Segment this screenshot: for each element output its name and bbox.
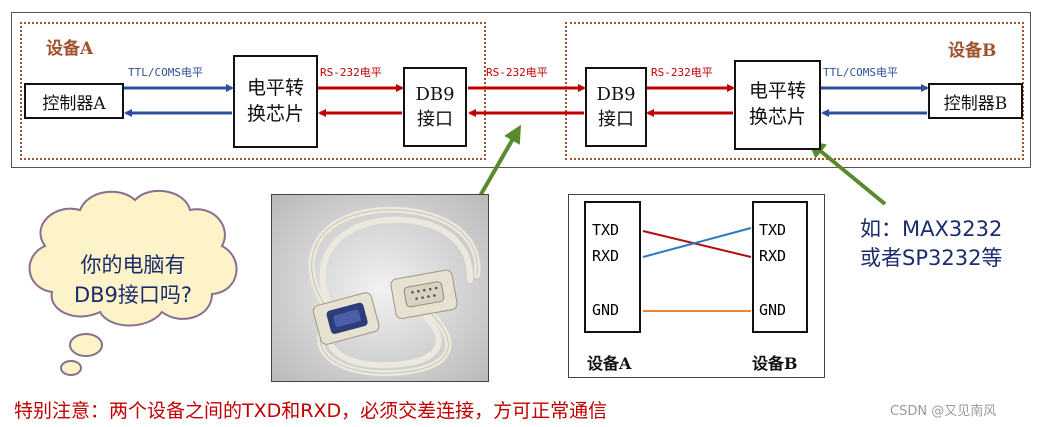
watermark: CSDN @又见南风 [890,404,997,419]
device-b-region [565,22,1024,160]
converter-a-line1: 电平转 [246,76,304,99]
pin-right-gnd: GND [759,301,787,319]
wiring-right-bar [752,201,808,333]
device-b-title: 设备B [948,41,997,61]
wiring-label-b: 设备B [752,354,798,373]
wire-txd-a-to-rxd-b [642,230,752,258]
pointer-arrow-chip [807,140,887,206]
device-a-title: 设备A [46,39,94,59]
cloud-text: 你的电脑有 DB9接口吗? [38,250,228,310]
pin-left-gnd: GND [592,301,620,319]
db9-b-line2: 接口 [598,109,634,130]
footer-warning: 特别注意：两个设备之间的TXD和RXD，必须交差连接，方可正常通信 [14,400,608,422]
device-a-region [20,22,486,160]
db9-port-a-box: DB9 接口 [403,67,467,147]
ttl-label-a: TTL/COMS电平 [128,66,203,79]
serial-cable-photo [271,194,489,382]
wiring-lines [642,227,752,312]
converter-chip-a-box: 电平转 换芯片 [233,55,318,148]
wiring-diagram: TXD RXD GND TXD RXD GND 设备A 设备B [568,194,825,378]
pointer-arrow-cable [478,124,521,197]
wiring-left-bar [584,201,641,333]
controller-b-label: 控制器B [943,93,1008,114]
pin-left-rxd: RXD [592,247,620,265]
wiring-label-a: 设备A [587,354,632,373]
converter-b-line2: 换芯片 [748,106,806,128]
db9-a-line1: DB9 [415,83,455,105]
controller-a-label: 控制器A [42,93,106,114]
cloud-line1: 你的电脑有 [80,253,186,277]
chip-note: 如：MAX3232 或者SP3232等 [860,215,1002,273]
converter-a-line2: 换芯片 [246,102,304,125]
chip-note-line2: 或者SP3232等 [860,246,1003,270]
db9-port-b-box: DB9 接口 [585,67,647,147]
converter-chip-b-box: 电平转 换芯片 [734,60,821,150]
chip-note-line1: 如：MAX3232 [860,217,1003,241]
cloud-line2: DB9接口吗? [73,283,193,307]
pin-right-txd: TXD [759,221,787,239]
rs232-label-b: RS-232电平 [651,66,713,79]
system-frame [11,12,1031,168]
pin-left-txd: TXD [592,221,620,239]
rs232-label-cable: RS-232电平 [486,66,548,79]
db9-b-line1: DB9 [596,83,636,105]
ttl-label-b: TTL/COMS电平 [823,66,898,79]
converter-b-line1: 电平转 [748,80,806,103]
pin-right-rxd: RXD [759,247,787,265]
wire-rxd-a-to-txd-b [642,227,752,258]
controller-b-box: 控制器B [928,83,1023,119]
controller-a-box: 控制器A [24,83,124,119]
db9-a-line2: 接口 [417,109,453,130]
rs232-label-a: RS-232电平 [320,66,382,79]
cable-illustration [272,195,488,381]
